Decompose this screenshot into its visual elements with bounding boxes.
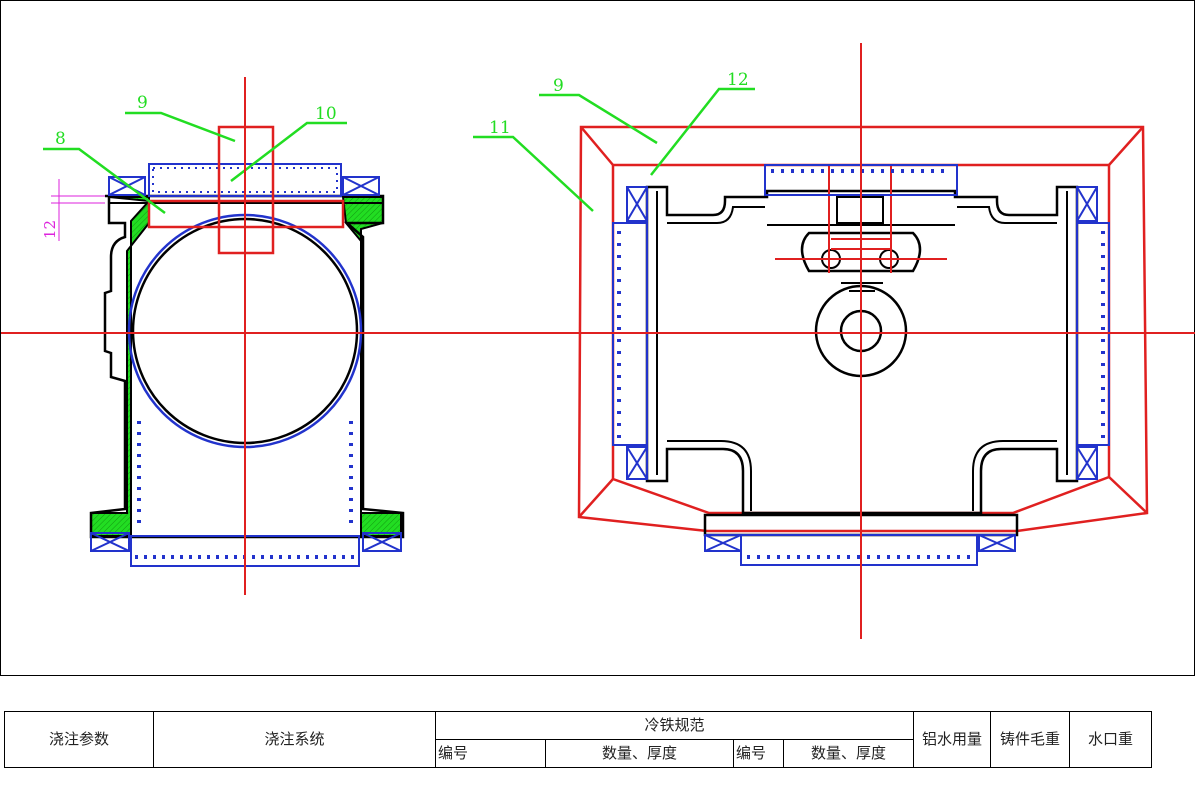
bottom-chill-right [740, 534, 978, 566]
pouring-spec-table: 浇注参数 浇注系统 冷铁规范 铝水用量 铸件毛重 水口重 编号 数量、厚度 编号… [4, 711, 1153, 768]
leader-11-right [473, 135, 594, 212]
leader-9-right [539, 93, 658, 145]
header-qty-thickness-2: 数量、厚度 [782, 739, 915, 768]
label-8-left: 8 [55, 129, 66, 149]
dimension-12 [51, 179, 105, 241]
header-aluminum-usage: 铝水用量 [913, 711, 992, 768]
header-number-2: 编号 [733, 739, 784, 768]
leader-12-right [650, 87, 755, 176]
header-pour-system: 浇注系统 [153, 711, 436, 768]
right-view: 9 11 12 [473, 70, 1149, 566]
label-11-right: 11 [489, 118, 511, 138]
leader-8-left [43, 147, 166, 215]
header-chill-spec: 冷铁规范 [434, 711, 915, 740]
label-9-left: 9 [137, 93, 148, 113]
label-9-right: 9 [553, 76, 564, 96]
boss [800, 231, 922, 273]
header-pour-params: 浇注参数 [4, 711, 154, 768]
header-gate-weight: 水口重 [1069, 711, 1153, 768]
casting-drawing: 12 9 8 10 [1, 43, 1195, 639]
leader-9-left [125, 111, 236, 143]
leader-10-left [230, 121, 347, 182]
header-number-1: 编号 [435, 739, 546, 768]
chill-x-boxes-left [90, 176, 402, 552]
centerlines [1, 43, 1195, 639]
left-view: 12 9 8 10 [41, 93, 405, 567]
dimension-text: 12 [41, 220, 59, 239]
header-casting-gross-weight: 铸件毛重 [990, 711, 1071, 768]
label-12-right: 12 [727, 70, 749, 90]
casting-outline-left [89, 194, 405, 539]
label-10-left: 10 [315, 104, 337, 124]
cad-drawing-area: 12 9 8 10 [0, 0, 1195, 676]
header-qty-thickness-1: 数量、厚度 [545, 739, 734, 768]
casting-body-right [645, 185, 1079, 515]
